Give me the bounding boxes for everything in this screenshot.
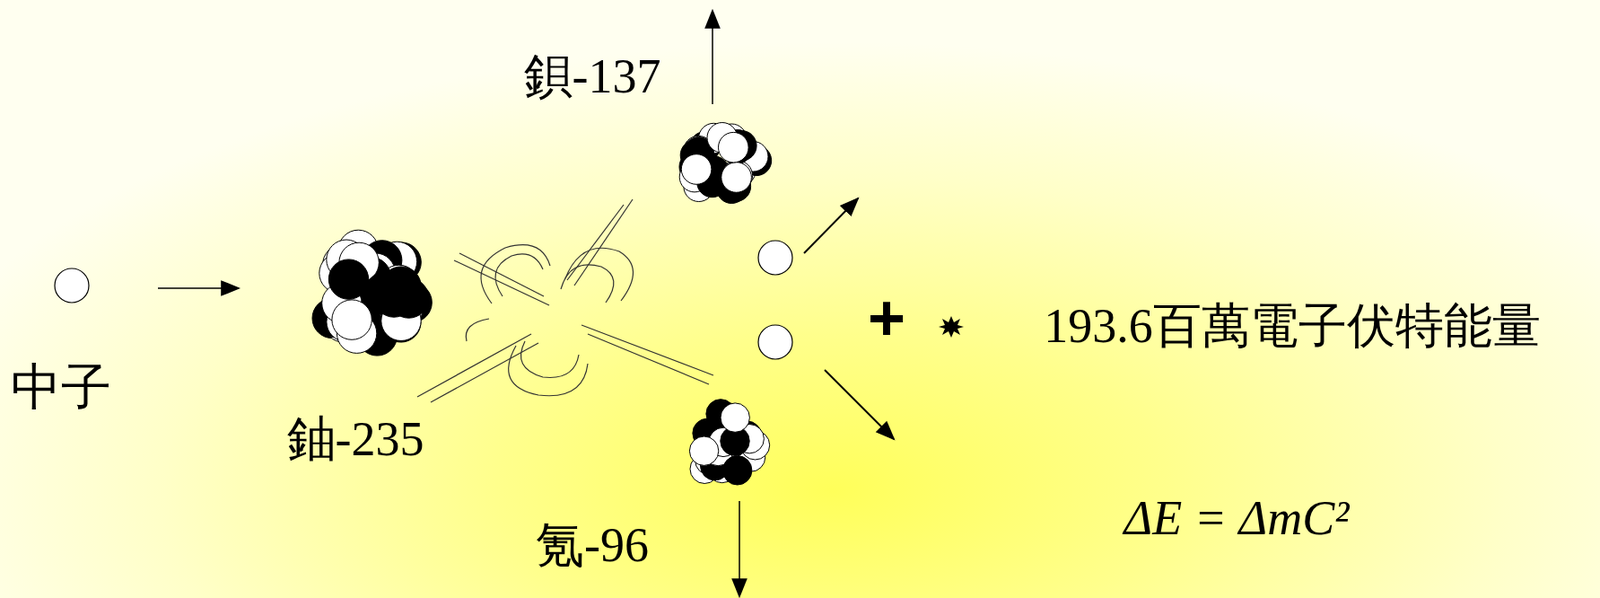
nucleus-label: 鈾-235 <box>287 412 425 466</box>
neutron <box>758 324 793 359</box>
nucleon <box>689 436 718 465</box>
motion-arrow <box>824 369 894 439</box>
neutron <box>54 268 89 303</box>
nucleon <box>720 402 750 432</box>
formula: ΔE = ΔmC² <box>1123 491 1349 545</box>
nucleon <box>721 162 752 193</box>
energy-label: 193.6百萬電子伏特能量 <box>1043 299 1541 353</box>
motion-arrow <box>157 287 239 289</box>
nucleon <box>723 455 752 485</box>
nucleus <box>689 399 770 485</box>
nucleon <box>332 299 372 340</box>
nucleus <box>312 229 432 356</box>
motion-arrow <box>804 198 858 254</box>
motion-arrow <box>711 10 714 105</box>
nucleon <box>381 266 421 307</box>
neutron <box>758 240 793 275</box>
fragment-label: 氪-96 <box>535 518 649 572</box>
nucleon <box>328 259 368 299</box>
plus-sign: + <box>867 282 906 354</box>
nucleon <box>718 131 750 163</box>
nucleon <box>681 154 712 185</box>
energy-star <box>938 315 964 338</box>
particle-label: 中子 <box>10 359 112 416</box>
motion-arrow <box>738 500 741 596</box>
fragment-label: 鋇-137 <box>524 50 662 104</box>
nucleus <box>679 122 772 204</box>
explosion-lines <box>417 199 714 403</box>
